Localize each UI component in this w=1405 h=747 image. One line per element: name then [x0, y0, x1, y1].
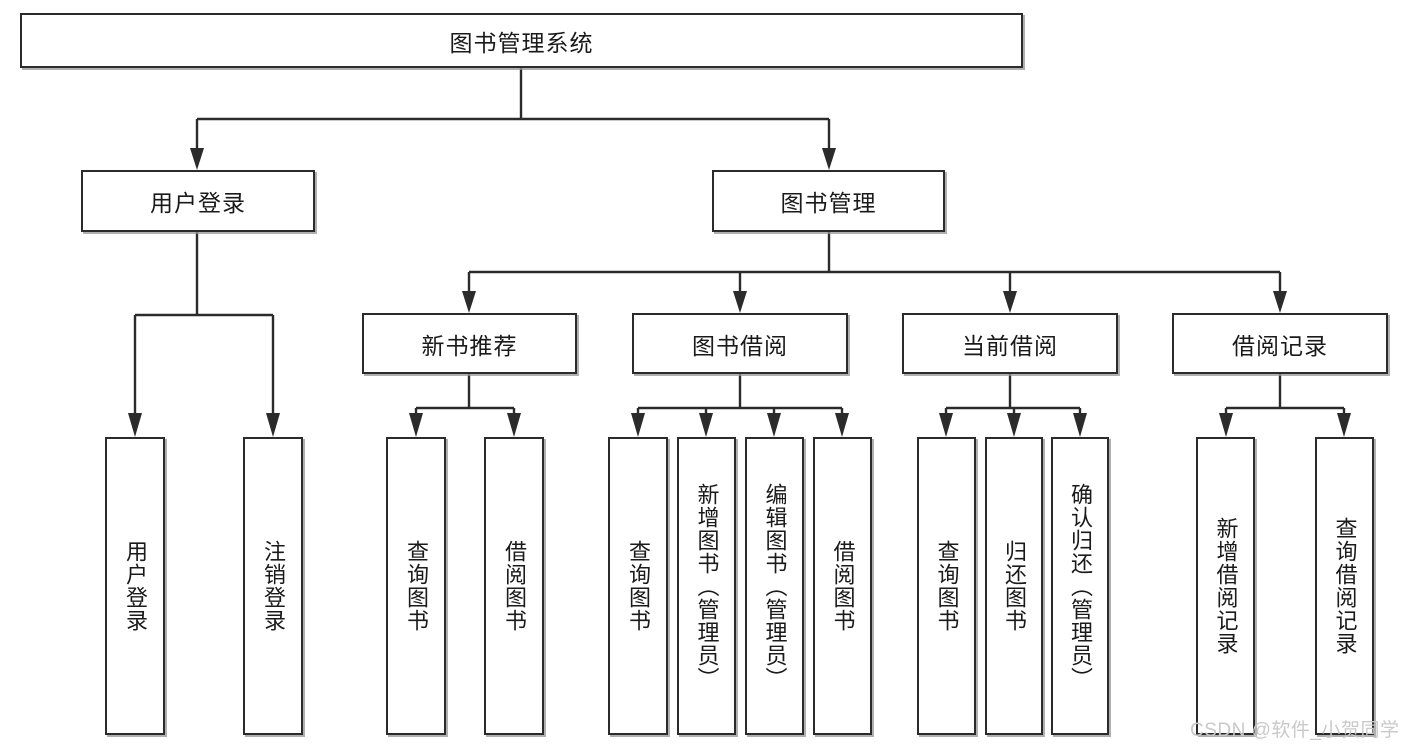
node-leaf-add-borrow-record[interactable]: 新增借阅记录: [1196, 437, 1255, 735]
watermark: CSDN @软件_小贺同学: [1190, 720, 1400, 741]
arrow-head-leaf-add-book: [699, 413, 713, 437]
connector-current-borrow-to-leaves: [939, 374, 1087, 437]
connector-book-borrow-to-leaves: [631, 374, 849, 437]
node-leaf-query-book-current[interactable]: 查询图书: [917, 437, 976, 735]
node-leaf-query-book-recommendation[interactable]: 查询图书: [386, 437, 446, 735]
node-label-leaf-query-book: 查询图书: [625, 540, 651, 632]
arrow-head-leaf-user-login: [128, 413, 142, 437]
arrow-head-user-login: [190, 148, 204, 170]
node-book-borrow[interactable]: 图书借阅: [632, 313, 848, 374]
node-label-root: 图书管理系统: [449, 29, 594, 56]
node-borrow-record[interactable]: 借阅记录: [1172, 313, 1388, 374]
arrow-head-book-manage: [822, 148, 836, 170]
node-label-book-borrow: 图书借阅: [692, 332, 788, 359]
connector-borrow-record-to-leaves: [1219, 374, 1351, 437]
node-leaf-borrow-book[interactable]: 借阅图书: [813, 437, 872, 735]
arrow-head-leaf-borrow-book-rec: [507, 413, 521, 437]
node-leaf-return-book[interactable]: 归还图书: [985, 437, 1043, 735]
node-leaf-confirm-return-admin[interactable]: 确认归还（管理员）: [1051, 437, 1109, 735]
connector-new-book-rec-to-leaves: [409, 374, 521, 437]
arrow-head-leaf-user-logout: [266, 413, 280, 437]
node-label-leaf-borrow-book-recommendation: 借阅图书: [501, 540, 527, 632]
node-current-borrow[interactable]: 当前借阅: [902, 313, 1118, 374]
node-label-leaf-query-book-recommendation: 查询图书: [403, 540, 429, 632]
node-label-leaf-query-borrow-record: 查询借阅记录: [1332, 517, 1358, 655]
arrow-head-leaf-query-book: [631, 413, 645, 437]
node-label-leaf-return-book: 归还图书: [1001, 540, 1027, 632]
node-leaf-edit-book-admin[interactable]: 编辑图书（管理员）: [745, 437, 804, 735]
node-leaf-user-login[interactable]: 用户登录: [105, 437, 165, 735]
arrow-head-leaf-query-book-cur: [939, 413, 953, 437]
node-book-manage[interactable]: 图书管理: [712, 170, 945, 232]
connector-root-to-level2: [190, 68, 836, 170]
node-label-leaf-query-book-current: 查询图书: [934, 540, 960, 632]
arrow-head-leaf-confirm-return: [1073, 413, 1087, 437]
node-label-book-manage: 图书管理: [780, 190, 877, 216]
arrow-head-book-borrow: [733, 291, 747, 313]
node-label-leaf-confirm-return-admin: 确认归还（管理员）: [1067, 482, 1093, 690]
node-label-borrow-record: 借阅记录: [1232, 332, 1328, 359]
node-label-leaf-borrow-book: 借阅图书: [830, 540, 856, 632]
node-leaf-add-book-admin[interactable]: 新增图书（管理员）: [677, 437, 736, 735]
node-label-current-borrow: 当前借阅: [962, 332, 1058, 359]
node-leaf-query-borrow-record[interactable]: 查询借阅记录: [1315, 437, 1374, 735]
node-label-user-login: 用户登录: [150, 190, 246, 216]
node-new-book-recommendation[interactable]: 新书推荐: [362, 313, 577, 374]
node-label-leaf-add-borrow-record: 新增借阅记录: [1213, 517, 1239, 655]
arrow-head-leaf-add-record: [1219, 413, 1233, 437]
arrow-head-current-borrow: [1003, 291, 1017, 313]
arrow-head-leaf-edit-book: [767, 413, 781, 437]
arrow-head-borrow-record: [1273, 291, 1287, 313]
arrow-head-leaf-query-book-rec: [409, 413, 423, 437]
node-user-login[interactable]: 用户登录: [81, 170, 315, 232]
arrow-head-leaf-query-record: [1337, 413, 1351, 437]
node-label-leaf-user-login: 用户登录: [122, 540, 148, 632]
arrow-head-leaf-return-book: [1007, 413, 1021, 437]
connector-user-login-to-leaves: [128, 232, 280, 437]
node-label-leaf-add-book-admin: 新增图书（管理员）: [694, 482, 720, 690]
node-leaf-query-book[interactable]: 查询图书: [608, 437, 668, 735]
arrow-head-new-book-rec: [462, 291, 476, 313]
node-label-leaf-user-logout: 注销登录: [260, 540, 286, 632]
node-label-leaf-edit-book-admin: 编辑图书（管理员）: [762, 482, 788, 690]
node-leaf-borrow-book-recommendation[interactable]: 借阅图书: [484, 437, 544, 735]
node-root-book-management-system[interactable]: 图书管理系统: [20, 13, 1023, 68]
node-leaf-user-logout[interactable]: 注销登录: [243, 437, 303, 735]
arrow-head-leaf-borrow-book: [835, 413, 849, 437]
node-label-new-book-recommendation: 新书推荐: [421, 332, 518, 359]
connector-book-manage-to-level3: [462, 232, 1287, 313]
